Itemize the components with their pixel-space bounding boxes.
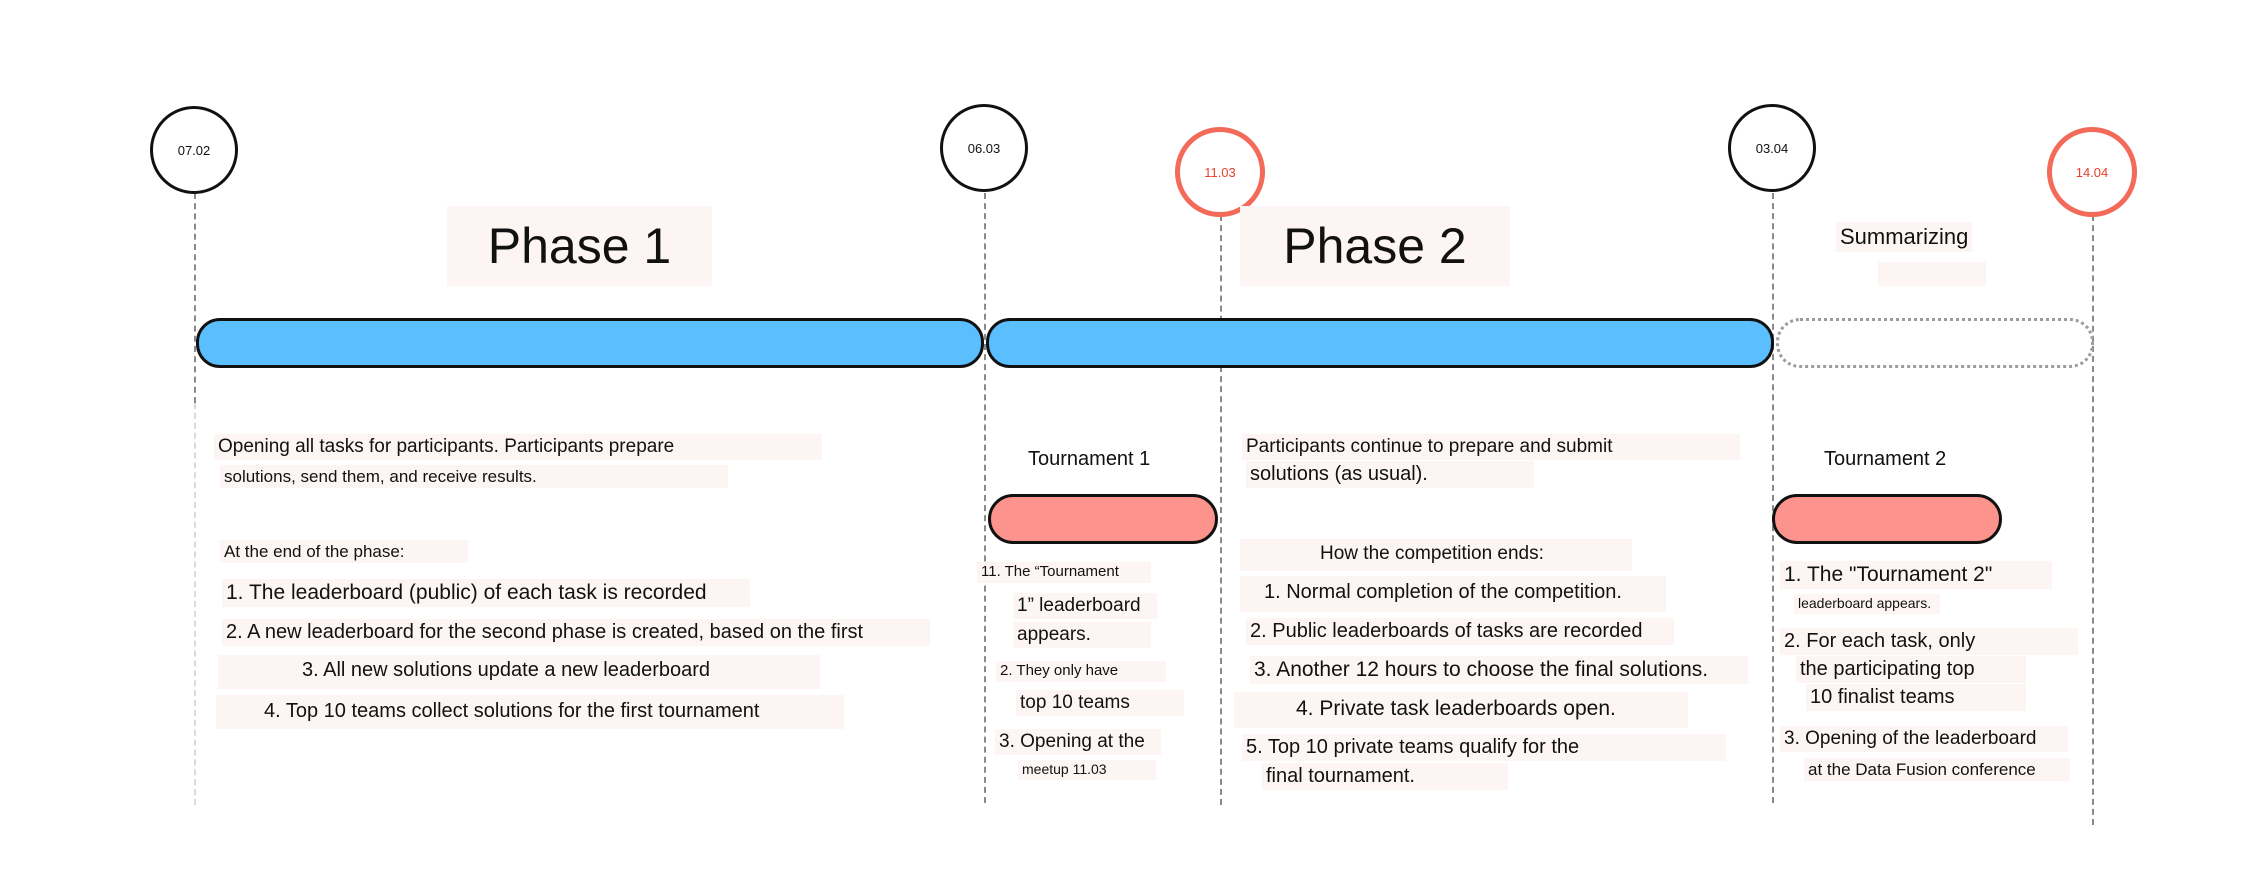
guide-line-0702-lower bbox=[194, 403, 196, 805]
tournament-1-item-1-line-2: 1” leaderboard bbox=[1013, 593, 1157, 619]
tournament-2-item-3-line-1: 3. Opening of the leaderboard bbox=[1780, 726, 2068, 752]
tournament-2-bar bbox=[1772, 494, 2002, 544]
phase-2-end-heading-row bbox=[1240, 539, 1632, 571]
phase-2-item-1-row bbox=[1240, 576, 1666, 612]
tournament-2-item-2-line-3: 10 finalist teams bbox=[1806, 684, 2026, 711]
phase-2-intro-line-2: solutions (as usual). bbox=[1246, 461, 1534, 488]
milestone-0304: 03.04 bbox=[1728, 104, 1816, 192]
milestone-0603-label: 06.03 bbox=[967, 140, 1001, 156]
milestone-1404: 14.04 bbox=[2047, 127, 2137, 217]
phase-1-item-1: 1. The leaderboard (public) of each task… bbox=[222, 579, 750, 608]
phase-2-item-4: 4. Private task leaderboards open. bbox=[1296, 697, 1616, 720]
phase-2-item-5-line-2: final tournament. bbox=[1262, 763, 1508, 790]
milestone-1404-label: 14.04 bbox=[2075, 164, 2109, 180]
tournament-2-item-1-line-1: 1. The "Tournament 2" bbox=[1780, 561, 2052, 590]
phase-1-item-2: 2. A new leaderboard for the second phas… bbox=[222, 619, 930, 646]
summarizing-subtitle-placeholder bbox=[1878, 262, 1986, 286]
guide-line-1103 bbox=[1220, 215, 1222, 805]
tournament-1-item-2-line-2: top 10 teams bbox=[1016, 690, 1184, 716]
milestone-0702: 07.02 bbox=[150, 106, 238, 194]
tournament-1-item-1-line-3: appears. bbox=[1013, 622, 1151, 648]
tournament-2-item-3-line-2: at the Data Fusion conference bbox=[1804, 758, 2070, 782]
milestone-1103-label: 11.03 bbox=[1204, 164, 1236, 180]
phase-1-item-3-row bbox=[218, 655, 820, 689]
summarizing-title: Summarizing bbox=[1836, 222, 1973, 252]
phase-1-bar bbox=[196, 318, 984, 368]
phase-1-intro-line-1: Opening all tasks for participants. Part… bbox=[214, 434, 822, 460]
phase-1-item-4-row bbox=[216, 695, 844, 729]
phase-2-intro-line-1: Participants continue to prepare and sub… bbox=[1242, 434, 1740, 460]
guide-line-0702 bbox=[194, 193, 196, 403]
phase-2-title: Phase 2 bbox=[1240, 206, 1510, 286]
milestone-0702-label: 07.02 bbox=[177, 142, 211, 158]
phase-1-end-heading: At the end of the phase: bbox=[220, 540, 468, 564]
tournament-2-item-2-line-1: 2. For each task, only bbox=[1780, 628, 2078, 655]
phase-2-item-1: 1. Normal completion of the competition. bbox=[1264, 581, 1622, 603]
tournament-2-title: Tournament 2 bbox=[1824, 448, 1947, 470]
phase-2-item-2: 2. Public leaderboards of tasks are reco… bbox=[1246, 618, 1674, 645]
guide-line-0304 bbox=[1772, 193, 1774, 803]
phase-2-bar bbox=[986, 318, 1774, 368]
phase-2-item-4-row bbox=[1234, 692, 1688, 728]
guide-line-1404 bbox=[2092, 215, 2094, 825]
phase-1-title: Phase 1 bbox=[447, 206, 712, 286]
phase-2-item-5-line-1: 5. Top 10 private teams qualify for the bbox=[1242, 734, 1726, 761]
phase-2-end-heading: How the competition ends: bbox=[1320, 543, 1544, 564]
phase-1-item-3: 3. All new solutions update a new leader… bbox=[302, 659, 711, 681]
milestone-0304-label: 03.04 bbox=[1755, 140, 1789, 156]
tournament-1-item-3-line-2: meetup 11.03 bbox=[1018, 760, 1156, 780]
tournament-2-item-2-line-2: the participating top bbox=[1796, 656, 2026, 683]
tournament-1-item-2-line-1: 2. They only have bbox=[996, 661, 1166, 682]
tournament-1-item-3-line-1: 3. Opening at the bbox=[995, 729, 1161, 755]
summarizing-bar bbox=[1776, 318, 2094, 368]
tournament-2-item-1-line-2: leaderboard appears. bbox=[1794, 594, 1940, 614]
guide-line-0603 bbox=[984, 193, 986, 803]
milestone-1103: 11.03 bbox=[1175, 127, 1265, 217]
tournament-1-title: Tournament 1 bbox=[1028, 448, 1151, 470]
tournament-1-bar bbox=[988, 494, 1218, 544]
phase-1-intro-line-2: solutions, send them, and receive result… bbox=[220, 465, 728, 489]
tournament-1-item-1-line-1: 11. The “Tournament bbox=[977, 562, 1151, 583]
milestone-0603: 06.03 bbox=[940, 104, 1028, 192]
phase-1-item-4: 4. Top 10 teams collect solutions for th… bbox=[264, 700, 760, 722]
phase-2-item-3: 3. Another 12 hours to choose the final … bbox=[1250, 656, 1748, 685]
